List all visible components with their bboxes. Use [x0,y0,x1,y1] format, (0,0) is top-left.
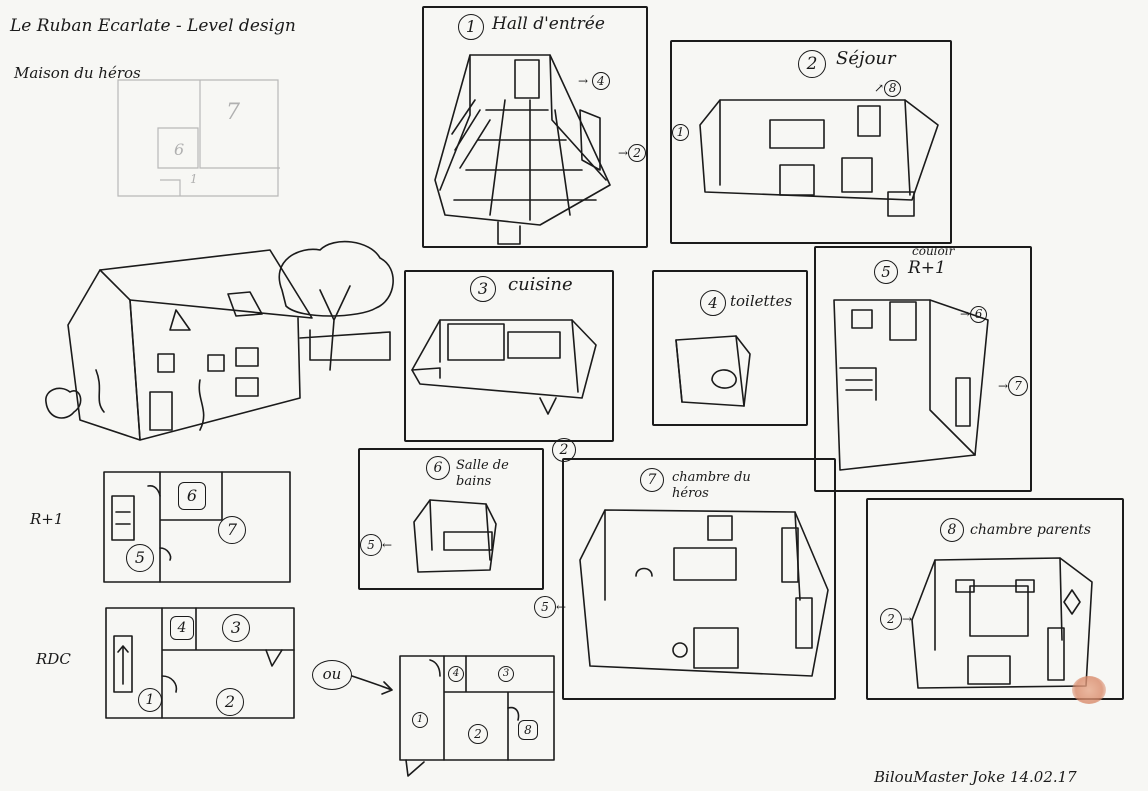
room-card-cuisine [404,270,614,442]
room-1-number: 1 [458,14,484,40]
faint-room-6: 6 [174,140,185,159]
floorplan-ground [0,0,1,1]
faint-room-7: 7 [226,100,240,125]
room-2-number: 2 [798,50,826,78]
faint-sketch [0,0,1,1]
room-3-number: 3 [470,276,496,302]
chambre-parents-sketch [0,0,1,1]
floorplan-ground-label: RDC [36,650,71,668]
floorplan-ground-room-2: 2 [216,688,244,716]
alt-room-4: 4 [448,666,464,682]
floorplan-ground-room-4: 4 [170,616,194,640]
room-card-sejour [670,40,952,244]
room-1-name: Hall d'entrée [492,14,605,34]
chambre-heros-sketch [0,0,1,1]
cuisine-exit-2: 2 [552,438,576,462]
room-5-name-top: couloir [912,244,955,258]
salle-de-bains-exit-5: 5← [360,534,392,556]
couloir-exit-7: →7 [998,376,1029,396]
coffee-stain [1072,676,1106,704]
page-subtitle: Maison du héros [14,64,141,82]
room-card-toilettes [652,270,808,426]
sejour-exit-8: ↗8 [874,80,902,97]
floorplan-ground-room-1: 1 [138,688,162,712]
faint-room-1: 1 [190,172,198,186]
alt-room-8: 8 [518,720,538,740]
room-8-name: chambre parents [970,522,1091,538]
room-card-hall [422,6,648,248]
couloir-exit-6: →6 [960,306,988,323]
chambre-parents-exit-2: 2→ [880,608,912,630]
room-6-name: Salle de bains [456,458,509,489]
sejour-sketch [0,0,1,1]
hall-exit-2: →2 [618,144,647,162]
alt-room-3: 3 [498,666,514,682]
couloir-sketch [0,0,1,1]
toilettes-sketch [0,0,1,1]
room-5-number: 5 [874,260,898,284]
room-3-name: cuisine [508,274,573,295]
floorplan-upper-room-7: 7 [218,516,246,544]
room-card-salle-de-bains [358,448,544,590]
room-2-name: Séjour [836,48,896,69]
alt-connector: ou [312,660,352,690]
room-4-number: 4 [700,290,726,316]
room-8-number: 8 [940,518,964,542]
floorplan-upper-label: R+1 [30,510,64,528]
alt-room-2: 2 [468,724,488,744]
house-sketch [0,0,1,1]
room-card-couloir [814,246,1032,492]
room-card-chambre-heros [562,458,836,700]
hall-sketch [0,0,1,1]
hall-exit-4: → 4 [578,72,610,90]
page-title: Le Ruban Ecarlate - Level design [10,16,296,36]
alt-room-1: 1 [412,712,428,728]
sejour-exit-1: 1 [672,124,689,141]
room-card-chambre-parents [866,498,1124,700]
room-7-number: 7 [640,468,664,492]
floorplan-upper-room-5: 5 [126,544,154,572]
room-6-number: 6 [426,456,450,480]
room-5-name: R+1 [908,258,946,278]
room-4-name: toilettes [730,292,793,310]
chambre-heros-exit-5: 5← [534,596,566,618]
floorplan-alt [0,0,1,1]
room-7-name: chambre du héros [672,470,751,501]
signature: BilouMaster Joke 14.02.17 [874,768,1077,786]
salle-de-bains-sketch [0,0,1,1]
floorplan-upper-room-6: 6 [178,482,206,510]
alt-arrow [0,0,1,1]
floorplan-upper [0,0,1,1]
cuisine-sketch [0,0,1,1]
floorplan-ground-room-3: 3 [222,614,250,642]
